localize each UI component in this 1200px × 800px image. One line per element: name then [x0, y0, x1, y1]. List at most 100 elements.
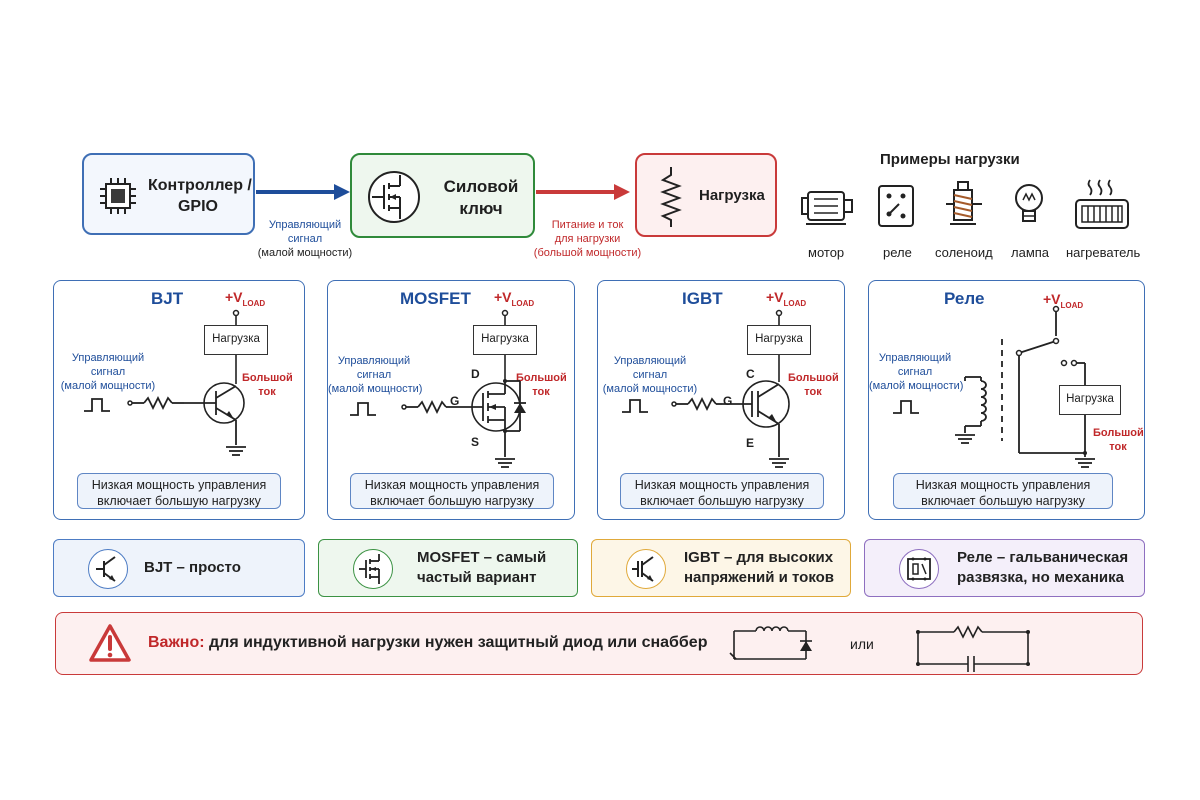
igbt-icon: [632, 556, 654, 582]
panel-bjt-vload: +VLOAD: [225, 289, 266, 308]
mosfet-circuit: [350, 309, 526, 468]
panel-bjt-signal-line2: сигнал: [90, 366, 126, 378]
panel-igbt-signal-line2: сигнал: [632, 369, 668, 381]
relay-small-icon: [907, 557, 931, 581]
panel-igbt-note-line1: Низкая мощность управления: [634, 478, 810, 492]
panel-igbt-signal-line3: (малой мощности): [602, 383, 698, 395]
summary-bjt: BJT – просто: [53, 539, 305, 597]
warning-strong: Важно:: [148, 634, 205, 651]
panel-mosfet-pin-g: G: [450, 394, 460, 408]
panel-relay-note-line1: Низкая мощность управления: [915, 478, 1091, 492]
panel-mosfet-signal-line2: сигнал: [356, 369, 392, 381]
lamp-icon: [1015, 184, 1043, 222]
chip-icon: [100, 178, 136, 214]
panel-mosfet-signal-line3: (малой мощности): [328, 383, 423, 395]
panel-mosfet-note-line2: включает большую нагрузку: [370, 494, 534, 508]
arrow1-line1: Управляющий: [268, 219, 342, 231]
panel-mosfet-current-line2: ток: [532, 386, 550, 398]
mosfet-icon: [359, 554, 380, 584]
arrow-power: [536, 184, 630, 200]
resistor-icon: [660, 167, 682, 227]
panel-bjt: BJT +VLOAD Нагрузка Управляющий сигнал (…: [53, 280, 305, 520]
panel-mosfet-pin-s: S: [471, 435, 480, 449]
panel-igbt-signal-line1: Управляющий: [613, 355, 687, 367]
panel-igbt-pin-g: G: [723, 394, 733, 408]
panel-igbt-title: IGBT: [682, 289, 723, 308]
panel-relay-current-line1: Большой: [1093, 427, 1144, 439]
motor-icon: [801, 191, 853, 225]
panel-bjt-signal-line1: Управляющий: [71, 352, 145, 364]
bjt-circuit: [84, 309, 246, 456]
mosfet-symbol-icon: [368, 171, 420, 223]
heater-icon: [1075, 179, 1129, 229]
panel-igbt-pin-e: E: [746, 436, 755, 450]
load-label: Нагрузка: [699, 187, 765, 204]
warning-or: или: [850, 636, 874, 652]
relay-icon: [878, 185, 914, 227]
summary-relay-line2: развязка, но механика: [957, 569, 1125, 586]
panel-igbt-note-line2: включает большую нагрузку: [640, 494, 804, 508]
panel-igbt-current-line1: Большой: [788, 372, 839, 384]
panel-relay-signal-line1: Управляющий: [878, 352, 952, 364]
panel-igbt-load: Нагрузка: [747, 325, 811, 355]
summary-mosfet-line1: MOSFET – самый: [417, 549, 547, 566]
arrow2-line2: для нагрузки: [554, 233, 621, 245]
panel-igbt-current-line2: ток: [804, 386, 822, 398]
load-example-lamp: лампа: [1011, 245, 1050, 260]
panel-relay-title: Реле: [944, 289, 985, 308]
controller-line1: Контроллер /: [148, 177, 252, 194]
panel-mosfet-note-line1: Низкая мощность управления: [364, 478, 540, 492]
panel-mosfet-current-line1: Большой: [516, 372, 567, 384]
power-switch-box: Силовой ключ: [350, 153, 535, 238]
bjt-icon: [96, 556, 116, 582]
summary-relay-line1: Реле – гальваническая: [957, 549, 1129, 566]
panel-igbt-vload: +VLOAD: [766, 289, 807, 308]
diode-snubber-circuit: [729, 626, 812, 660]
warning-icon: [89, 624, 131, 662]
summary-igbt: IGBT – для высоких напряжений и токов: [591, 539, 851, 597]
panel-bjt-note-line2: включает большую нагрузку: [97, 494, 261, 508]
switch-line1: Силовой: [443, 177, 519, 196]
warning-bar: Важно: для индуктивной нагрузки нужен за…: [55, 612, 1143, 675]
panel-igbt: IGBT +VLOAD Нагрузка Управляющий сигнал …: [597, 280, 845, 520]
load-example-motor: мотор: [808, 245, 845, 260]
panel-mosfet-signal-line1: Управляющий: [337, 355, 411, 367]
load-box: Нагрузка: [635, 153, 777, 237]
igbt-circuit: [622, 309, 790, 468]
panel-bjt-signal-line3: (малой мощности): [60, 380, 156, 392]
load-example-solenoid: соленоид: [935, 245, 993, 260]
load-examples-title: Примеры нагрузки: [880, 151, 1020, 168]
panel-bjt-note-line1: Низкая мощность управления: [91, 478, 267, 492]
controller-box: Контроллер / GPIO: [82, 153, 255, 235]
controller-line2: GPIO: [177, 198, 218, 215]
summary-relay: Реле – гальваническая развязка, но механ…: [864, 539, 1145, 597]
panel-relay-signal-line3: (малой мощности): [869, 380, 964, 392]
panel-bjt-load: Нагрузка: [204, 325, 268, 355]
panel-relay-vload: +VLOAD: [1043, 291, 1084, 310]
summary-igbt-line2: напряжений и токов: [684, 569, 835, 586]
panel-igbt-pin-c: C: [746, 367, 755, 381]
solenoid-icon: [946, 181, 982, 225]
summary-mosfet: MOSFET – самый частый вариант: [318, 539, 578, 597]
load-example-relay: реле: [883, 245, 912, 260]
warning-text: для индуктивной нагрузки нужен защитный …: [204, 634, 708, 651]
panel-bjt-current-line2: ток: [258, 386, 276, 398]
summary-igbt-line1: IGBT – для высоких: [684, 549, 834, 566]
panel-bjt-current-line1: Большой: [242, 372, 293, 384]
load-example-heater: нагреватель: [1066, 245, 1141, 260]
panel-mosfet-title: MOSFET: [400, 289, 471, 308]
panel-mosfet-pin-d: D: [471, 367, 480, 381]
panel-relay-load: Нагрузка: [1059, 385, 1121, 415]
arrow2-line3: (большой мощности): [533, 247, 642, 259]
panel-mosfet: MOSFET +VLOAD Нагрузка Управляющий сигна…: [327, 280, 575, 520]
relay-circuit: [893, 305, 1095, 468]
summary-bjt-line1: BJT – просто: [144, 559, 241, 576]
arrow2-line1: Питание и ток: [551, 219, 624, 231]
panel-relay-signal-line2: сигнал: [897, 366, 933, 378]
panel-relay-current-line2: ток: [1109, 441, 1127, 453]
panel-mosfet-load: Нагрузка: [473, 325, 537, 355]
panel-bjt-title: BJT: [151, 289, 184, 308]
panel-relay-note-line2: включает большую нагрузку: [921, 494, 1085, 508]
arrow1-line2: сигнал: [287, 233, 323, 245]
panel-mosfet-vload: +VLOAD: [494, 289, 535, 308]
